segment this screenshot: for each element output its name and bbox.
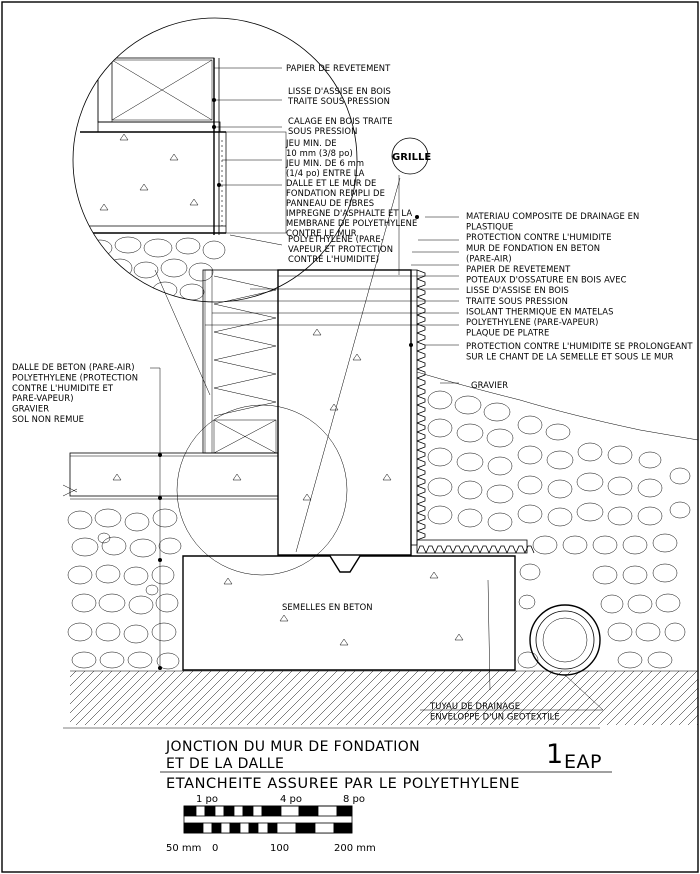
undisturbed-soil bbox=[70, 671, 698, 725]
scale-cell-imperial bbox=[280, 805, 300, 817]
scale-cell-imperial bbox=[252, 805, 263, 817]
scale-cell-imperial bbox=[223, 805, 235, 817]
label-calage-line: SOUS PRESSION bbox=[288, 126, 357, 136]
label-semelles: SEMELLES EN BETON bbox=[282, 602, 373, 612]
annotation-texts: PAPIER DE REVETEMENT GRILLE GRAVIER SEME… bbox=[12, 63, 693, 722]
label-papier: PAPIER DE REVETEMENT bbox=[286, 63, 391, 73]
scale-cell-metric bbox=[295, 822, 316, 834]
label-right-group-line: PLAQUE DE PLATRE bbox=[466, 328, 549, 338]
scale-bar: 1 po 4 po 8 po 50 mm 0 100 200 mm bbox=[166, 794, 376, 854]
label-jeu-line: PANNEAU DE FIBRES bbox=[286, 198, 374, 208]
scale-cell-imperial bbox=[183, 805, 197, 817]
drain-pipe bbox=[529, 604, 601, 676]
label-drain-line: TUYAU DE DRAINAGE bbox=[429, 701, 520, 711]
scale-cell-metric bbox=[257, 822, 269, 834]
grille-bubble bbox=[391, 137, 429, 175]
scale-cell-imperial bbox=[195, 805, 206, 817]
label-jeu-line: (1/4 po) ENTRE LA bbox=[286, 168, 365, 178]
label-right-group-line: (PARE-AIR) bbox=[466, 253, 512, 263]
label-left-line: CONTRE L'HUMIDITE ET bbox=[12, 383, 114, 393]
label-left-line: PARE-VAPEUR) bbox=[12, 393, 74, 403]
scale-cell-imperial bbox=[336, 805, 353, 817]
label-right-group-line: MUR DE FONDATION EN BETON bbox=[466, 243, 600, 253]
detail-circle bbox=[72, 17, 358, 303]
scale-cell-metric bbox=[202, 822, 213, 834]
detail-code: EAP bbox=[564, 751, 602, 773]
scale-cell-metric bbox=[220, 822, 231, 834]
label-right-group-line: PROTECTION CONTRE L'HUMIDITE bbox=[466, 232, 612, 242]
label-jeu-line: FONDATION REMPLI DE bbox=[286, 188, 385, 198]
scale-cell-imperial bbox=[204, 805, 216, 817]
label-right-group-line: PAPIER DE REVETEMENT bbox=[466, 264, 571, 274]
gravel-fill bbox=[67, 390, 691, 670]
label-grille: GRILLE bbox=[392, 152, 431, 163]
title-line-2: ET DE LA DALLE bbox=[166, 756, 284, 772]
label-poly-line: CONTRE L'HUMIDITE) bbox=[288, 254, 379, 264]
label-jeu-line: IMPREGNE D'ASPHALTE ET LA bbox=[286, 208, 412, 218]
scale-cell-imperial bbox=[233, 805, 244, 817]
title-line-1: JONCTION DU MUR DE FONDATION bbox=[165, 739, 420, 755]
label-right-group-line: LISSE D'ASSISE EN BOIS bbox=[466, 285, 569, 295]
leader-dots bbox=[158, 98, 419, 670]
scale-cell-imperial bbox=[214, 805, 225, 817]
label-poly-line: POLYETHYLENE (PARE- bbox=[288, 234, 384, 244]
scale-label-1po: 1 po bbox=[196, 794, 218, 805]
label-right-group-line: POTEAUX D'OSSATURE EN BOIS AVEC bbox=[466, 275, 627, 285]
main-section bbox=[62, 269, 699, 729]
label-lisse-line: TRAITE SOUS PRESSION bbox=[287, 96, 390, 106]
scale-cell-imperial bbox=[298, 805, 319, 817]
detail-number: 1 bbox=[546, 739, 563, 770]
subtitle: ETANCHEITE ASSUREE PAR LE POLYETHYLENE bbox=[166, 776, 520, 792]
scale-cell-metric bbox=[211, 822, 222, 834]
scale-cell-metric bbox=[276, 822, 297, 834]
detail-callout-circle bbox=[176, 404, 348, 576]
scale-label-8po: 8 po bbox=[343, 794, 365, 805]
scale-cell-metric bbox=[267, 822, 278, 834]
label-right-group-line: POLYETHYLENE (PARE-VAPEUR) bbox=[466, 317, 599, 327]
scale-cell-metric bbox=[314, 822, 335, 834]
scale-cell-imperial bbox=[317, 805, 338, 817]
scale-label-4po: 4 po bbox=[280, 794, 302, 805]
scale-cell-metric bbox=[229, 822, 241, 834]
label-protection-line: SUR LE CHANT DE LA SEMELLE ET SOUS LE MU… bbox=[466, 352, 674, 362]
label-right-group-line: PLASTIQUE bbox=[466, 222, 513, 232]
drainage-membrane-bottom bbox=[416, 545, 535, 554]
scale-cell-metric bbox=[248, 822, 259, 834]
scale-label-100: 100 bbox=[270, 843, 289, 854]
label-drain-line: ENVELOPPE D'UN GEOTEXTILE bbox=[430, 712, 560, 722]
label-left-line: GRAVIER bbox=[12, 404, 49, 414]
label-jeu-line: DALLE ET LE MUR DE bbox=[286, 178, 376, 188]
title-block: JONCTION DU MUR DE FONDATION ET DE LA DA… bbox=[160, 739, 612, 792]
scale-label-200mm: 200 mm bbox=[334, 843, 376, 854]
scale-cell-metric bbox=[183, 822, 204, 834]
scale-label-0: 0 bbox=[212, 843, 218, 854]
label-gravier: GRAVIER bbox=[471, 380, 508, 390]
label-right-group-line: TRAITE SOUS PRESSION bbox=[465, 296, 568, 306]
label-jeu-line: 10 mm (3/8 po) bbox=[286, 148, 353, 158]
label-protection-line: PROTECTION CONTRE L'HUMIDITE SE PROLONGE… bbox=[466, 341, 693, 351]
label-right-group-line: MATERIAU COMPOSITE DE DRAINAGE EN bbox=[466, 211, 639, 221]
label-jeu-line: MEMBRANE DE POLYETHYLENE bbox=[286, 218, 417, 228]
label-jeu-line: CONTRE LE MUR bbox=[286, 228, 357, 238]
scale-cell-imperial bbox=[261, 805, 282, 817]
scale-label-50mm: 50 mm bbox=[166, 843, 201, 854]
label-left-line: SOL NON REMUE bbox=[12, 414, 84, 424]
scale-cell-metric bbox=[333, 822, 353, 834]
label-left-line: DALLE DE BETON (PARE-AIR) bbox=[12, 362, 135, 372]
label-poly-line: VAPEUR ET PROTECTION bbox=[288, 244, 393, 254]
label-jeu-line: JEU MIN. DE bbox=[285, 138, 337, 148]
scale-cell-metric bbox=[239, 822, 250, 834]
label-right-group-line: ISOLANT THERMIQUE EN MATELAS bbox=[466, 306, 614, 316]
label-left-line: POLYETHYLENE (PROTECTION bbox=[12, 372, 138, 382]
leader-lines bbox=[150, 67, 604, 711]
enlarged-detail bbox=[80, 57, 287, 300]
label-lisse-line: LISSE D'ASSISE EN BOIS bbox=[288, 86, 391, 96]
scale-cell-imperial bbox=[242, 805, 254, 817]
label-jeu-line: JEU MIN. DE 6 mm bbox=[285, 158, 364, 168]
label-calage-line: CALAGE EN BOIS TRAITE bbox=[288, 116, 393, 126]
